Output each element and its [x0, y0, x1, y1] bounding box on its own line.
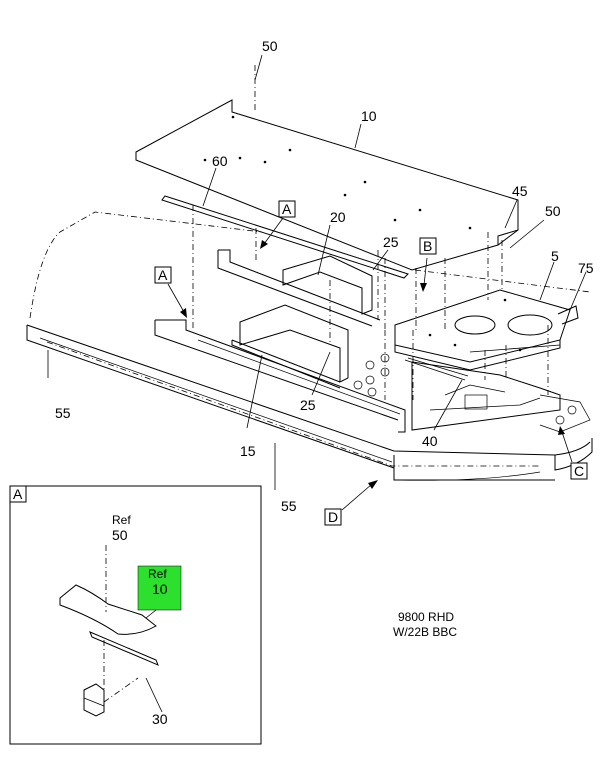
view-marker-c: C — [574, 463, 584, 479]
callout-5: 5 — [551, 248, 559, 264]
bracket-20 — [217, 249, 381, 327]
callout-45: 45 — [512, 183, 528, 199]
assembly-lines — [192, 65, 549, 400]
detail-ref-10-word: Ref — [148, 567, 167, 581]
detail-ref-50-word: Ref — [112, 513, 131, 527]
note-line-2: W/22B BBC — [393, 625, 457, 639]
callout-20: 20 — [330, 209, 346, 225]
view-marker-a-left: A — [158, 267, 168, 283]
detail-ref-10-highlight — [137, 565, 182, 611]
housing-40 — [404, 357, 591, 433]
callout-15: 15 — [240, 443, 256, 459]
top-panel-10 — [135, 99, 519, 271]
callout-50-right: 50 — [545, 203, 561, 219]
view-marker-b: B — [423, 238, 432, 254]
diagram-notes: 9800 RHD W/22B BBC — [393, 610, 457, 639]
callout-60: 60 — [212, 153, 228, 169]
view-arrows — [167, 217, 573, 511]
interior-floor — [154, 319, 406, 433]
detail-ref-10-number: 10 — [152, 581, 168, 597]
detail-callout-30: 30 — [152, 711, 168, 727]
note-line-1: 9800 RHD — [398, 610, 454, 624]
view-marker-d: D — [328, 509, 338, 525]
leader-lines — [47, 54, 587, 490]
callout-25-upper: 25 — [383, 234, 399, 250]
callout-55-bottom: 55 — [281, 498, 297, 514]
view-markers: A A B C D — [154, 200, 588, 526]
callout-55-left: 55 — [55, 405, 71, 421]
callout-75: 75 — [578, 260, 594, 276]
front-rail — [26, 324, 593, 481]
callout-50-top: 50 — [262, 38, 278, 54]
detail-ref-50-number: 50 — [112, 527, 128, 543]
callout-25-lower: 25 — [300, 397, 316, 413]
callout-40: 40 — [422, 433, 438, 449]
strip-60 — [161, 195, 409, 279]
callout-10: 10 — [361, 108, 377, 124]
view-marker-a-upper: A — [282, 201, 292, 217]
detail-a-inset: A Ref 50 Ref 10 30 — [9, 485, 262, 745]
plate-5 — [394, 289, 579, 371]
bracket-15 — [231, 304, 349, 389]
base-platform-outline — [29, 211, 591, 319]
detail-frame-label: A — [13, 486, 23, 502]
callout-labels: 50 10 60 20 25 45 50 5 75 55 15 25 40 55 — [55, 38, 594, 514]
